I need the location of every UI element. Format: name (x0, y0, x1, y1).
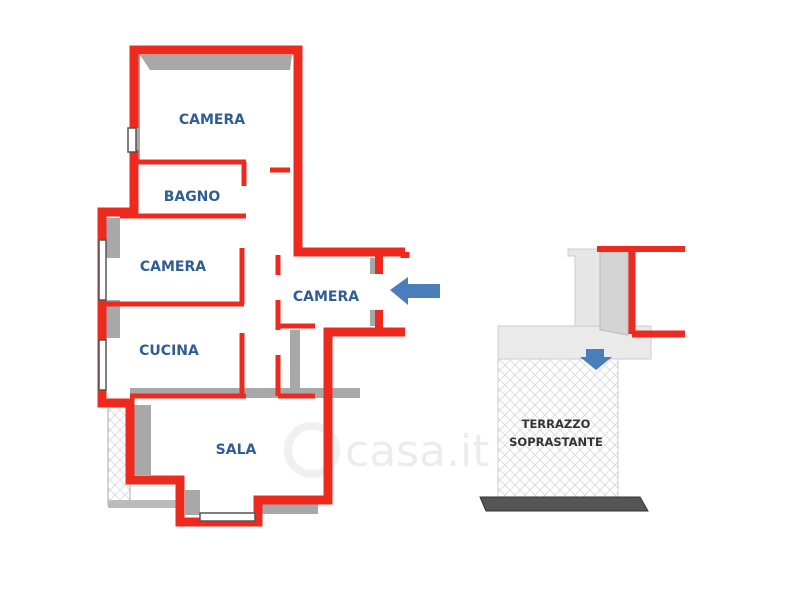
room-label-bagno: BAGNO (164, 189, 221, 205)
room-label-camera-1: CAMERA (179, 112, 245, 128)
balcony-edge (108, 500, 178, 508)
outer-walls (97, 45, 410, 527)
windows (98, 127, 256, 522)
terrace-label-line2: SOPRASTANTE (509, 435, 603, 449)
down-arrow-icon (580, 349, 612, 370)
svg-text:casa.it: casa.it (345, 426, 490, 477)
room-label-cucina: CUCINA (139, 343, 199, 359)
watermark: casa.it (284, 422, 490, 478)
room-label-camera-2: CAMERA (140, 259, 206, 275)
wall-shading (106, 53, 380, 515)
room-label-sala: SALA (216, 442, 257, 458)
interior-walls (104, 159, 315, 399)
entrance-arrow-icon (390, 277, 440, 305)
terrace-label-line1: TERRAZZO (522, 417, 591, 431)
room-label-camera-3: CAMERA (293, 289, 359, 305)
terrace-section: TERRAZZO SOPRASTANTE (479, 246, 685, 512)
